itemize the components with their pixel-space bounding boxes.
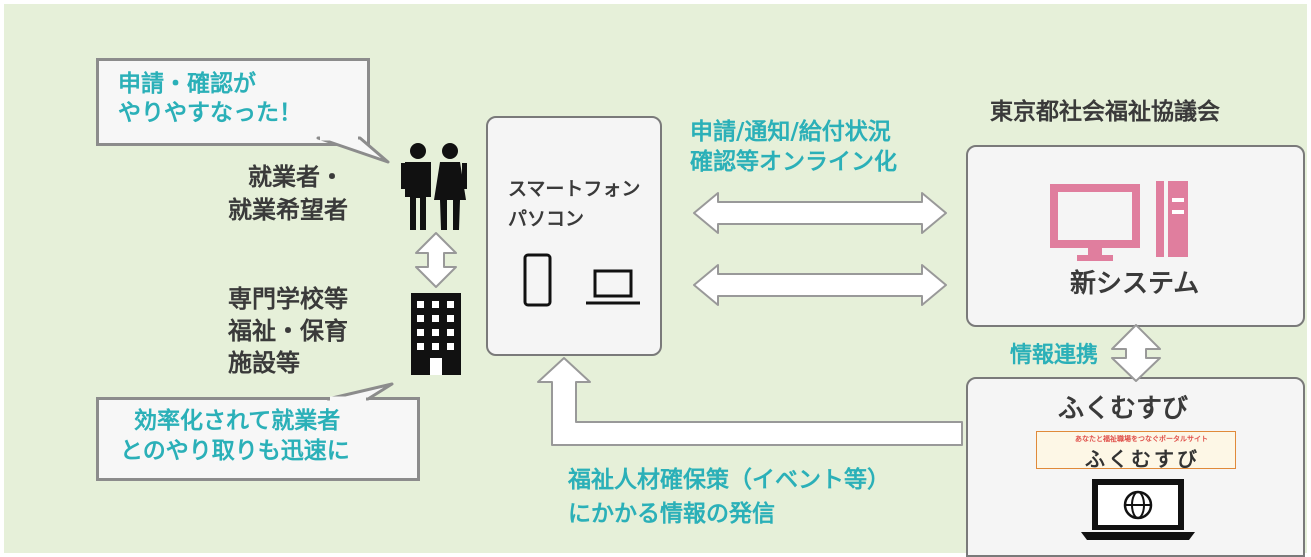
fukumusubi-logo: あなたと福祉職場をつなぐポータルサイト ふくむすび: [1036, 431, 1236, 471]
outreach-arrow: [537, 357, 963, 446]
server-icon: [1156, 181, 1188, 257]
smartphone-icon: [523, 253, 552, 307]
device-box-line2: パソコン: [508, 208, 585, 230]
workers-label-line2: 就業希望者: [228, 196, 348, 224]
monitor-icon: [1050, 184, 1140, 261]
online-label-line1: 申請/通知/給付状況: [690, 119, 891, 145]
workers-schools-arrow: [415, 232, 457, 288]
laptop-icon: [586, 269, 640, 305]
top-bubble-line1: 申請・確認が: [118, 71, 256, 97]
schools-label-line3: 施設等: [228, 349, 300, 377]
top-bubble-tail: [316, 136, 390, 164]
logo-text: ふくむすび: [1085, 447, 1200, 471]
outreach-label-line2: にかかる情報の発信: [568, 501, 775, 527]
bottom-bubble-line1: 効率化されて就業者: [134, 408, 341, 434]
device-box-line1: スマートフォン: [508, 178, 641, 200]
online-arrow-top: [693, 192, 947, 234]
top-speech-bubble: [96, 58, 370, 146]
schools-label-line1: 専門学校等: [228, 285, 348, 313]
bottom-speech-bubble: [96, 397, 420, 481]
outreach-label-line1: 福祉人材確保策（イベント等）: [568, 467, 890, 493]
bottom-bubble-line2: とのやり取りも迅速に: [120, 438, 350, 464]
fukumusubi-title: ふくむすび: [1058, 394, 1189, 424]
online-arrow-bottom: [693, 264, 947, 306]
online-label-line2: 確認等オンライン化: [690, 149, 897, 175]
device-box: [486, 116, 662, 356]
people-icon: [401, 143, 467, 230]
building-icon: [411, 293, 461, 375]
info-link-label: 情報連携: [1010, 343, 1099, 368]
globe-laptop-icon: [1081, 479, 1195, 540]
logo-tagline: あなたと福祉職場をつなぐポータルサイト: [1075, 435, 1208, 443]
top-bubble-line2: やりやすなった！: [118, 100, 302, 126]
council-title: 東京都社会福祉協議会: [990, 99, 1220, 125]
new-system-label: 新システム: [1070, 269, 1200, 299]
info-link-arrow: [1111, 324, 1161, 382]
workers-label-line1: 就業者・: [248, 163, 344, 191]
schools-label-line2: 福祉・保育: [228, 317, 348, 345]
